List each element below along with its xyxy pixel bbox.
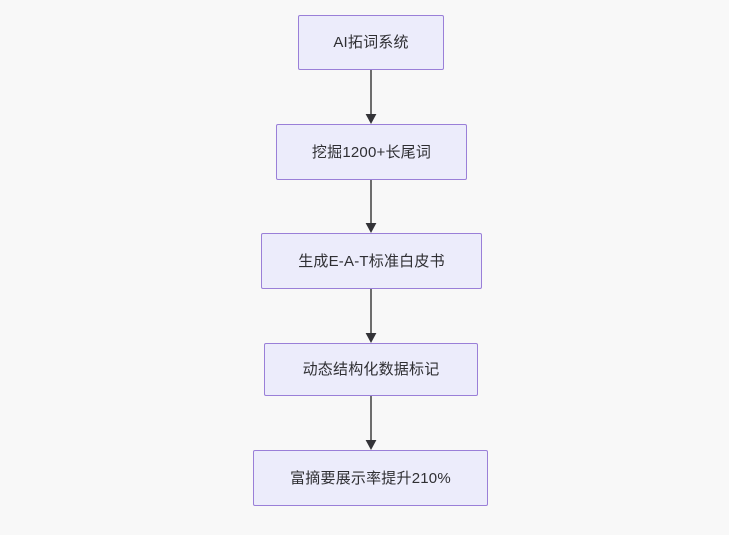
flowchart-node-generate-eat-whitepaper[interactable]: 生成E-A-T标准白皮书 [261, 233, 482, 289]
flowchart-node-dynamic-structured-data-markup[interactable]: 动态结构化数据标记 [264, 343, 478, 396]
edge-node4-to-node5 [365, 396, 377, 450]
flowchart-node-mine-longtail-keywords[interactable]: 挖掘1200+长尾词 [276, 124, 467, 180]
flowchart-node-rich-snippet-rate-increase[interactable]: 富摘要展示率提升210% [253, 450, 488, 506]
node-label: 富摘要展示率提升210% [290, 469, 451, 487]
node-label: 生成E-A-T标准白皮书 [298, 252, 445, 270]
flowchart-node-ai-keyword-system[interactable]: AI拓词系统 [298, 15, 444, 70]
edge-node2-to-node3 [365, 180, 377, 233]
node-label: AI拓词系统 [333, 34, 409, 51]
arrowhead-icon [365, 440, 377, 450]
arrowhead-icon [365, 333, 377, 343]
arrowhead-icon [365, 223, 377, 233]
edge-node1-to-node2 [365, 70, 377, 124]
arrowhead-icon [365, 114, 377, 124]
node-label: 动态结构化数据标记 [302, 361, 440, 378]
node-label: 挖掘1200+长尾词 [311, 143, 432, 161]
edge-node3-to-node4 [365, 289, 377, 343]
